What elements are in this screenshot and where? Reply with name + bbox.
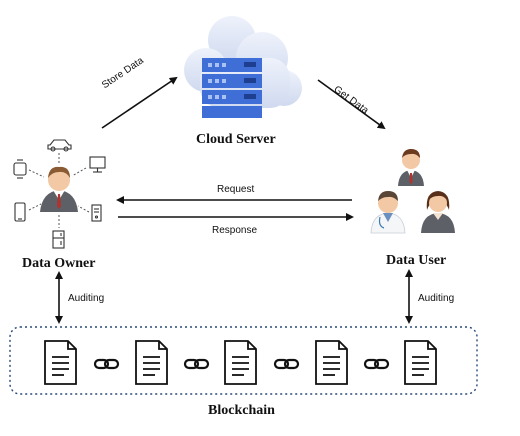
device-connectors <box>28 153 90 228</box>
response-label: Response <box>212 225 258 236</box>
smartwatch-icon <box>13 159 27 179</box>
user-avatar-icon <box>398 149 424 186</box>
chain-link-icon <box>183 358 210 370</box>
document-icon <box>224 340 257 385</box>
get-data-arrow <box>317 79 386 130</box>
document-icon <box>44 340 77 385</box>
phone-icon <box>14 202 26 222</box>
store-data-arrow <box>101 76 178 129</box>
document-icon <box>315 340 348 385</box>
chain-link-icon <box>93 358 120 370</box>
auditing-owner-label: Auditing <box>68 293 105 304</box>
document-icon <box>404 340 437 385</box>
data-user-label: Data User <box>386 253 447 268</box>
auditing-user-label: Auditing <box>418 293 455 304</box>
owner-avatar-icon <box>40 166 78 212</box>
doctor-avatar-icon <box>370 191 406 234</box>
blockchain-label: Blockchain <box>208 403 275 418</box>
blockchain-container <box>9 326 478 395</box>
chain-link-icon <box>363 358 390 370</box>
data-owner-label: Data Owner <box>22 256 96 271</box>
request-label: Request <box>217 184 255 195</box>
monitor-icon <box>89 156 106 173</box>
chain-link-icon <box>273 358 300 370</box>
cloud-server-icon <box>184 16 302 118</box>
woman-avatar-icon <box>421 191 455 233</box>
desktop-tower-icon <box>91 204 102 222</box>
car-icon <box>47 139 72 152</box>
cloud-server-label: Cloud Server <box>196 132 276 147</box>
refrigerator-icon <box>52 230 65 249</box>
document-icon <box>135 340 168 385</box>
